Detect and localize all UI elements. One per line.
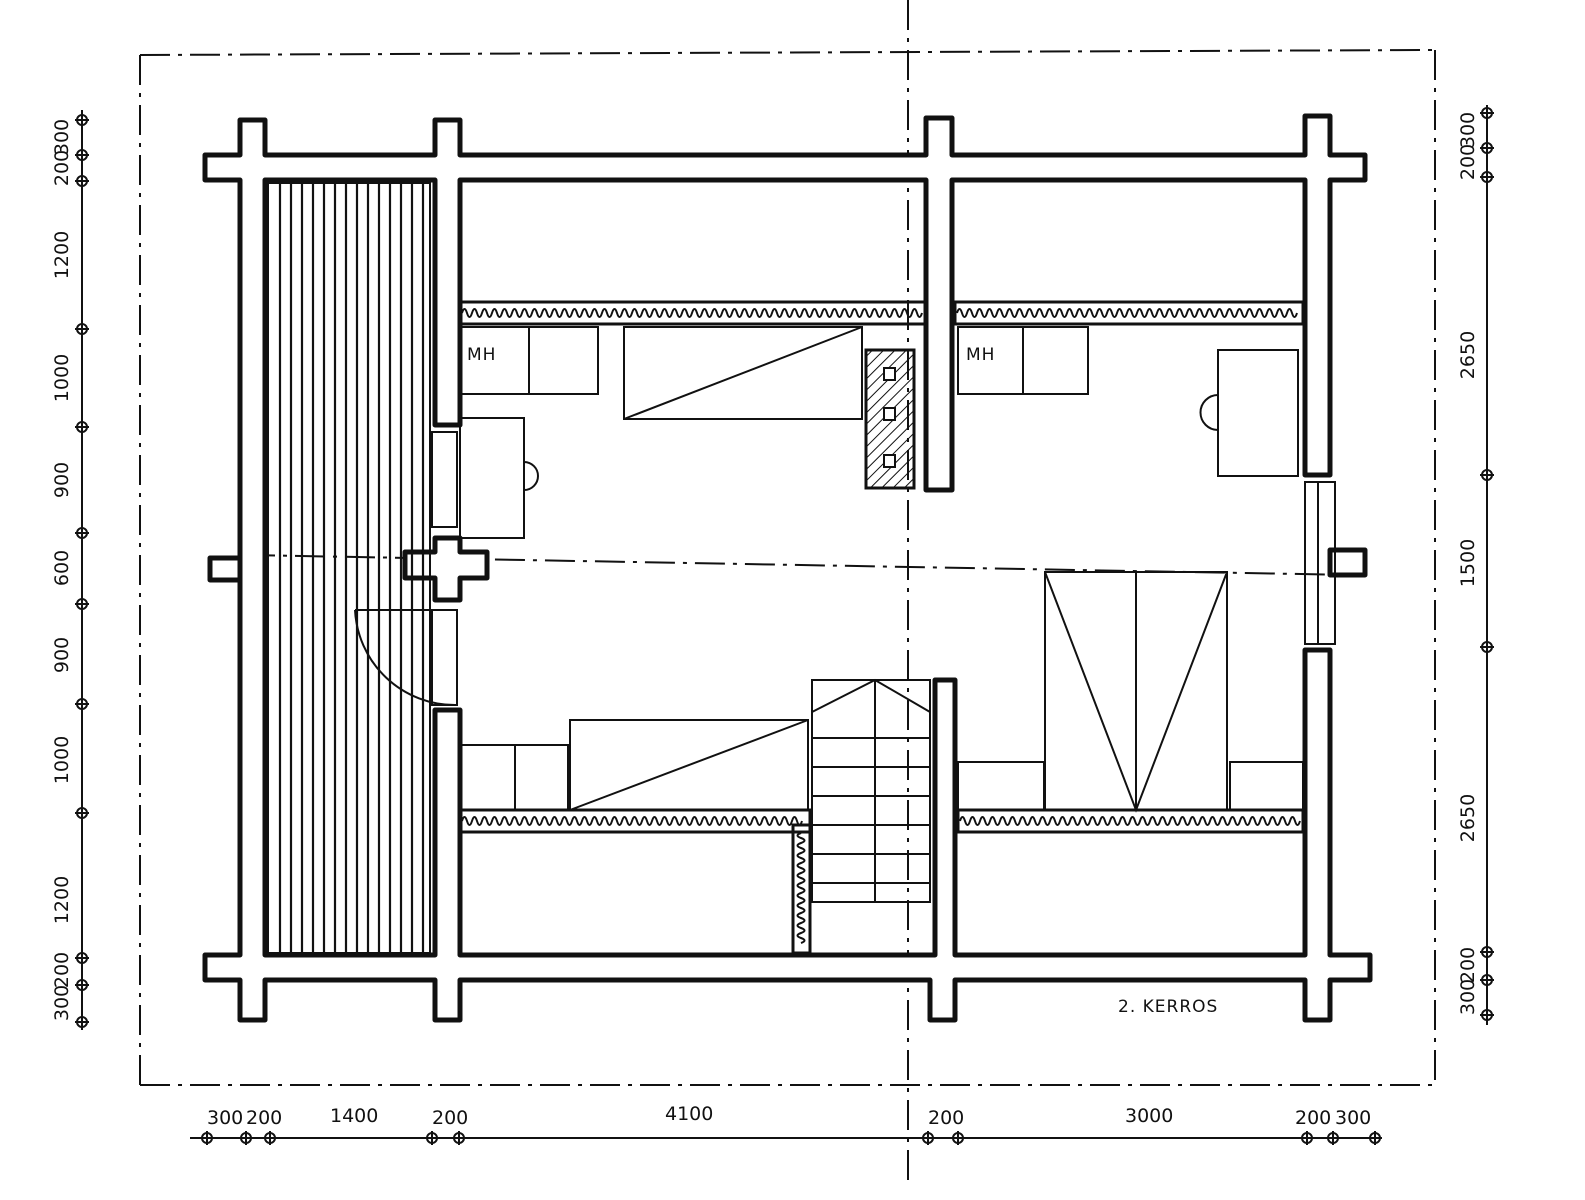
furniture — [354, 326, 1336, 903]
dim-right-1: 300 — [1457, 112, 1479, 148]
dim-left-3: 1200 — [51, 231, 73, 279]
room-label-right: MH — [966, 345, 995, 365]
floor-label: 2. KERROS — [1118, 997, 1218, 1017]
exterior-walls — [202, 113, 1373, 1023]
dim-left-8: 1000 — [51, 736, 73, 784]
insulation-bands — [458, 300, 1305, 955]
dim-bottom-5: 4100 — [665, 1103, 713, 1125]
dim-bottom-7: 3000 — [1125, 1105, 1173, 1127]
dim-bottom-9: 300 — [1335, 1107, 1371, 1129]
dim-bottom-8: 200 — [1295, 1107, 1331, 1129]
dim-left-9: 1200 — [51, 876, 73, 924]
dim-bottom-6: 200 — [928, 1107, 964, 1129]
dim-bottom-3: 1400 — [330, 1105, 378, 1127]
dim-right-3: 2650 — [1457, 331, 1479, 379]
dim-bottom-4: 200 — [432, 1107, 468, 1129]
dimension-bottom: 300 200 1400 200 4100 200 3000 200 300 — [190, 1103, 1382, 1145]
dim-right-5: 2650 — [1457, 794, 1479, 842]
room-labels: MH MH 2. KERROS — [467, 345, 1218, 1017]
room-label-left: MH — [467, 345, 496, 365]
stair-stripes — [267, 182, 431, 954]
dim-left-11: 300 — [51, 985, 73, 1021]
dim-left-1: 300 — [51, 119, 73, 155]
dim-right-6: 200 — [1457, 947, 1479, 983]
dim-left-10: 200 — [51, 952, 73, 988]
dim-right-2: 200 — [1457, 144, 1479, 180]
dim-left-2: 200 — [51, 150, 73, 186]
dim-bottom-1: 300 — [207, 1107, 243, 1129]
dim-left-5: 900 — [51, 462, 73, 498]
dim-right-7: 300 — [1457, 979, 1479, 1015]
dim-bottom-2: 200 — [246, 1107, 282, 1129]
dim-left-7: 900 — [51, 637, 73, 673]
dim-left-4: 1000 — [51, 354, 73, 402]
dim-left-6: 600 — [51, 550, 73, 586]
dim-right-4: 1500 — [1457, 539, 1479, 587]
